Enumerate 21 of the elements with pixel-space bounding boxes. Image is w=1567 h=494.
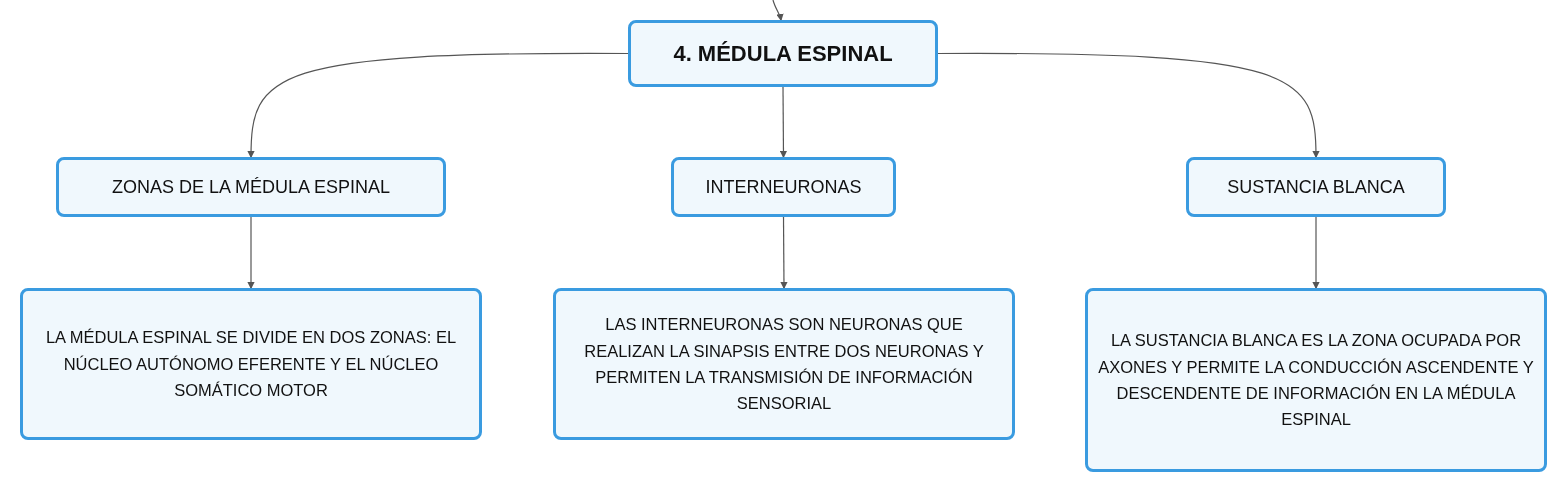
title-text: 4. MÉDULA ESPINAL bbox=[673, 40, 893, 68]
subtopic-box bbox=[1186, 157, 1446, 217]
connector-arrow bbox=[772, 0, 784, 22]
subtopic-box bbox=[671, 157, 896, 217]
node-text: SUSTANCIA BLANCA bbox=[1227, 175, 1405, 199]
topic-box bbox=[628, 20, 938, 87]
description-box bbox=[1085, 288, 1547, 472]
connector-arrow bbox=[1312, 216, 1320, 290]
connector-arrow bbox=[247, 216, 255, 290]
subtopic-box bbox=[56, 157, 446, 217]
connector-arrow bbox=[780, 216, 788, 290]
node-text: LA MÉDULA ESPINAL SE DIVIDE EN DOS ZONAS: EL NÚCLEO AUTÓNOMO EFERENTE Y EL NÚCLEO SOMÁTICO MOTOR bbox=[44, 327, 458, 402]
node-text: LA SUSTANCIA BLANCA ES LA ZONA OCUPADA POR AXONES Y PERMITE LA CONDUCCIÓN ASCENDENTE Y DESCENDENTE DE INFORMACIÓN EN LA MÉDULA ESPINAL bbox=[1097, 330, 1535, 431]
node-text: ZONAS DE LA MÉDULA ESPINAL bbox=[111, 175, 391, 199]
description-box bbox=[553, 288, 1015, 440]
node-text: INTERNEURONAS bbox=[705, 175, 862, 199]
description-box bbox=[20, 288, 482, 440]
node-text: LAS INTERNEURONAS SON NEURONAS QUE REALIZAN LA SINAPSIS ENTRE DOS NEURONAS Y PERMITEN LA TRANSMISIÓN DE INFORMACIÓN SENSORIAL bbox=[583, 314, 985, 415]
connector-arrow bbox=[247, 52, 629, 159]
connector-arrow bbox=[779, 86, 788, 159]
connector-arrow bbox=[937, 52, 1320, 159]
